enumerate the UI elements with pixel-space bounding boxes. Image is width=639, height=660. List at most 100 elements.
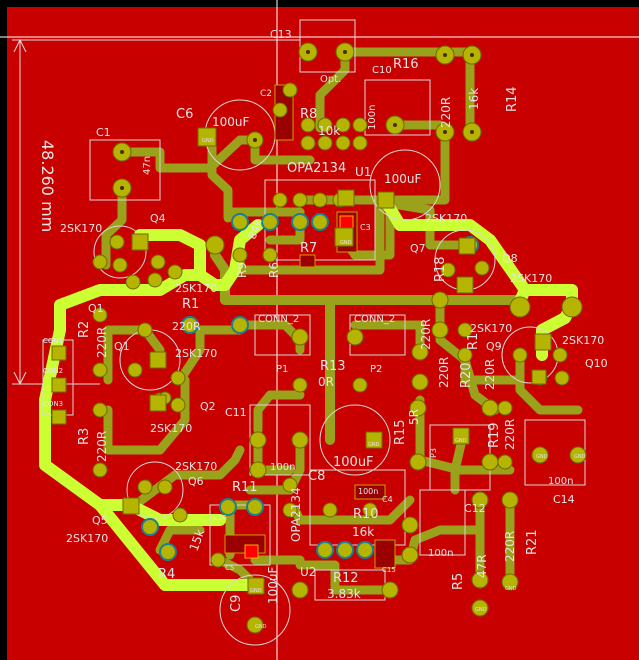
svg-text:R16: R16	[393, 57, 419, 72]
svg-text:100uF: 100uF	[384, 172, 422, 186]
svg-text:100uF: 100uF	[266, 566, 280, 604]
svg-text:GND: GND	[340, 240, 352, 246]
silkscreen-labels: C13 C10 R16 Opt. C6 100uF C2 R8 10k 100n…	[43, 28, 608, 612]
svg-text:R14: R14	[505, 86, 520, 112]
svg-text:Q6: Q6	[188, 475, 204, 488]
svg-text:220R: 220R	[95, 327, 109, 358]
svg-text:R19: R19	[487, 422, 502, 448]
svg-text:P2: P2	[370, 364, 382, 375]
svg-text:220R: 220R	[437, 357, 451, 388]
svg-text:C13: C13	[270, 28, 292, 41]
svg-text:Opt.: Opt.	[320, 74, 341, 85]
svg-text:R11: R11	[232, 480, 258, 495]
svg-text:47n: 47n	[142, 156, 153, 175]
svg-text:CON2: CON2	[43, 367, 63, 375]
svg-text:C4: C4	[382, 495, 393, 504]
svg-text:2SK170: 2SK170	[562, 334, 604, 347]
svg-text:Q10: Q10	[585, 357, 608, 370]
svg-text:U2: U2	[300, 565, 316, 579]
svg-text:R3: R3	[77, 428, 92, 445]
svg-text:R13: R13	[320, 359, 346, 374]
dimension-48mm[interactable]: 48.260 mm	[12, 38, 300, 386]
svg-text:R7: R7	[300, 241, 317, 256]
svg-text:GND: GND	[255, 624, 267, 630]
svg-text:C16: C16	[213, 514, 227, 522]
svg-text:CON3: CON3	[43, 400, 63, 408]
svg-text:220R: 220R	[483, 359, 497, 390]
svg-text:10k: 10k	[318, 124, 340, 138]
svg-text:100uF: 100uF	[333, 455, 374, 470]
svg-text:R2: R2	[77, 321, 92, 338]
svg-text:2SK170: 2SK170	[66, 532, 108, 545]
svg-text:C15: C15	[382, 566, 396, 574]
svg-text:220R: 220R	[172, 320, 201, 333]
svg-text:2SK170: 2SK170	[470, 322, 512, 335]
svg-text:2SK170: 2SK170	[175, 282, 217, 295]
svg-text:CONN_2: CONN_2	[354, 314, 395, 325]
svg-text:C1: C1	[96, 126, 111, 139]
svg-text:GND: GND	[455, 438, 467, 444]
svg-text:R21: R21	[525, 529, 540, 555]
svg-text:220R: 220R	[503, 419, 517, 450]
svg-text:R1: R1	[466, 333, 481, 350]
svg-text:C14: C14	[553, 493, 575, 506]
svg-text:2SK170: 2SK170	[175, 347, 217, 360]
svg-text:OPA2134: OPA2134	[287, 161, 346, 176]
svg-text:0R: 0R	[318, 375, 334, 389]
svg-text:2SK170: 2SK170	[425, 212, 467, 225]
svg-text:CONN_2: CONN_2	[258, 314, 299, 325]
svg-text:3.83k: 3.83k	[327, 587, 361, 601]
svg-text:C2: C2	[260, 89, 272, 99]
svg-text:R9: R9	[235, 262, 249, 278]
svg-text:100n: 100n	[367, 105, 378, 130]
svg-text:100n: 100n	[548, 476, 573, 487]
svg-text:GND: GND	[505, 586, 517, 592]
svg-text:R4: R4	[158, 567, 175, 582]
svg-text:C12: C12	[464, 502, 486, 515]
svg-text:220R: 220R	[419, 319, 433, 350]
svg-text:Q5: Q5	[92, 514, 108, 527]
svg-text:P3: P3	[429, 448, 438, 458]
svg-text:GND: GND	[475, 607, 487, 613]
svg-text:CON1: CON1	[43, 337, 63, 345]
gnd-tags: GND GND GND GND GND GND GND GND GND GND	[202, 138, 586, 630]
svg-text:R1: R1	[182, 297, 199, 312]
svg-text:U1: U1	[355, 165, 371, 179]
svg-text:C3: C3	[360, 223, 371, 232]
svg-text:R6: R6	[267, 262, 281, 278]
svg-text:220R: 220R	[95, 431, 109, 462]
svg-text:Q2: Q2	[200, 400, 216, 413]
svg-text:P1: P1	[276, 364, 288, 375]
svg-text:GND: GND	[250, 588, 262, 594]
svg-text:R20: R20	[459, 362, 474, 388]
svg-text:GND: GND	[574, 454, 586, 460]
svg-text:C11: C11	[225, 406, 247, 419]
svg-text:2SK170: 2SK170	[150, 422, 192, 435]
svg-text:GND: GND	[536, 454, 548, 460]
svg-text:GND: GND	[368, 442, 380, 448]
svg-text:47R: 47R	[475, 554, 489, 578]
svg-text:2SK170: 2SK170	[175, 460, 217, 473]
svg-text:Q1: Q1	[114, 340, 130, 353]
svg-text:C5: C5	[225, 564, 234, 572]
svg-text:Q1: Q1	[88, 302, 104, 315]
svg-text:C10: C10	[372, 65, 392, 76]
svg-text:16k: 16k	[352, 525, 374, 539]
pads[interactable]	[51, 42, 587, 634]
svg-text:R8: R8	[300, 107, 317, 122]
svg-text:2SK170: 2SK170	[60, 222, 102, 235]
svg-text:5R: 5R	[407, 409, 421, 425]
svg-text:C9: C9	[229, 595, 244, 612]
svg-text:C6: C6	[176, 107, 193, 122]
svg-text:100uF: 100uF	[212, 115, 250, 129]
svg-text:16k: 16k	[467, 88, 481, 110]
svg-text:Q8: Q8	[502, 252, 518, 265]
svg-text:R15: R15	[393, 419, 408, 445]
svg-text:100n: 100n	[428, 548, 453, 559]
svg-text:100n: 100n	[270, 462, 295, 473]
svg-text:R18: R18	[433, 256, 448, 282]
svg-text:Q7: Q7	[410, 242, 426, 255]
svg-text:220R: 220R	[439, 97, 453, 128]
svg-text:2SK170: 2SK170	[510, 272, 552, 285]
